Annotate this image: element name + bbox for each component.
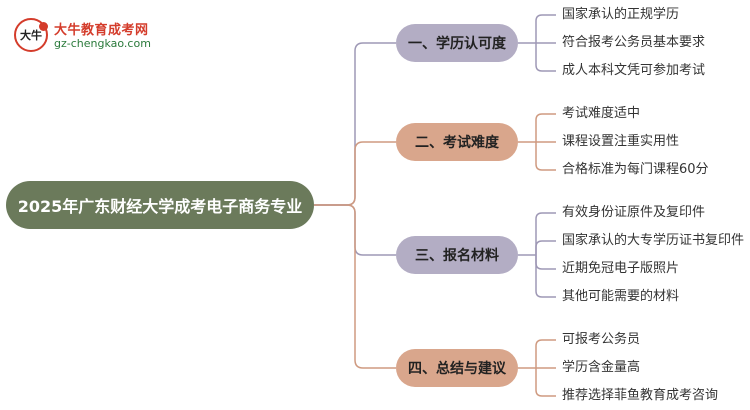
branch-node-recognition: 一、学历认可度 [396,24,518,62]
logo-mark-text: 大牛 [20,29,42,42]
leaf-connector [535,255,556,298]
leaf-item: 课程设置注重实用性 [562,134,680,149]
branch-node-difficulty: 二、考试难度 [396,123,518,161]
leaf-item: 其他可能需要的材料 [562,289,680,304]
leaf-connector [535,255,556,270]
logo-badge-icon: 大牛 [14,18,48,52]
leaf-connector [535,339,556,368]
leaf-connector [535,14,556,43]
leaf-connector [535,113,556,142]
branch-node-summary: 四、总结与建议 [396,349,518,387]
branch-node-materials: 三、报名材料 [396,236,518,274]
leaf-connector [535,43,556,72]
leaf-item: 可报考公务员 [562,332,641,347]
branch-connector [314,141,396,206]
leaf-item: 近期免冠电子版照片 [562,261,680,276]
leaf-connector [535,240,556,255]
leaf-item: 国家承认的正规学历 [562,7,680,22]
leaf-item: 成人本科文凭可参加考试 [562,63,706,78]
leaf-item: 学历含金量高 [562,360,641,375]
logo-title: 大牛教育成考网 [54,23,149,38]
leaf-connector [535,368,556,397]
leaf-item: 推荐选择菲鱼教育成考咨询 [562,388,719,403]
logo-url: gz-chengkao.com [54,37,151,50]
mindmap-root-node: 2025年广东财经大学成考电子商务专业 [6,181,314,229]
leaf-item: 有效身份证原件及复印件 [562,205,706,220]
logo-dot-icon [39,22,48,31]
branch-connector [314,204,396,369]
leaf-item: 考试难度适中 [562,106,641,121]
leaf-item: 合格标准为每门课程60分 [562,162,709,177]
leaf-item: 符合报考公务员基本要求 [562,35,706,50]
leaf-connector [535,212,556,255]
leaf-item: 国家承认的大专学历证书复印件 [562,233,745,248]
leaf-connector [535,142,556,171]
site-logo[interactable]: 大牛 大牛教育成考网 gz-chengkao.com [14,18,164,54]
